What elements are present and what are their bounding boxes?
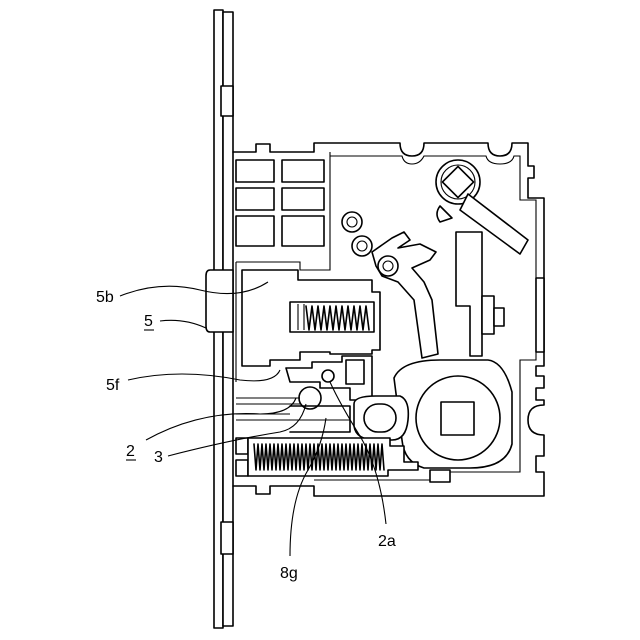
label-2a: 2a	[378, 533, 396, 550]
label-5: 5	[144, 313, 153, 330]
lever-arm	[372, 232, 438, 358]
label-5f: 5f	[106, 377, 120, 394]
upper-guide-blocks	[236, 160, 324, 246]
latch-bolt-head	[206, 270, 233, 332]
label-2: 2	[126, 443, 135, 460]
slide-bar	[456, 232, 544, 356]
pins	[342, 212, 372, 256]
label-8g: 8g	[280, 565, 298, 582]
label-5b: 5b	[96, 289, 114, 306]
label-3: 3	[154, 449, 163, 466]
lower-hub	[394, 360, 512, 468]
slot-piece	[354, 396, 408, 440]
